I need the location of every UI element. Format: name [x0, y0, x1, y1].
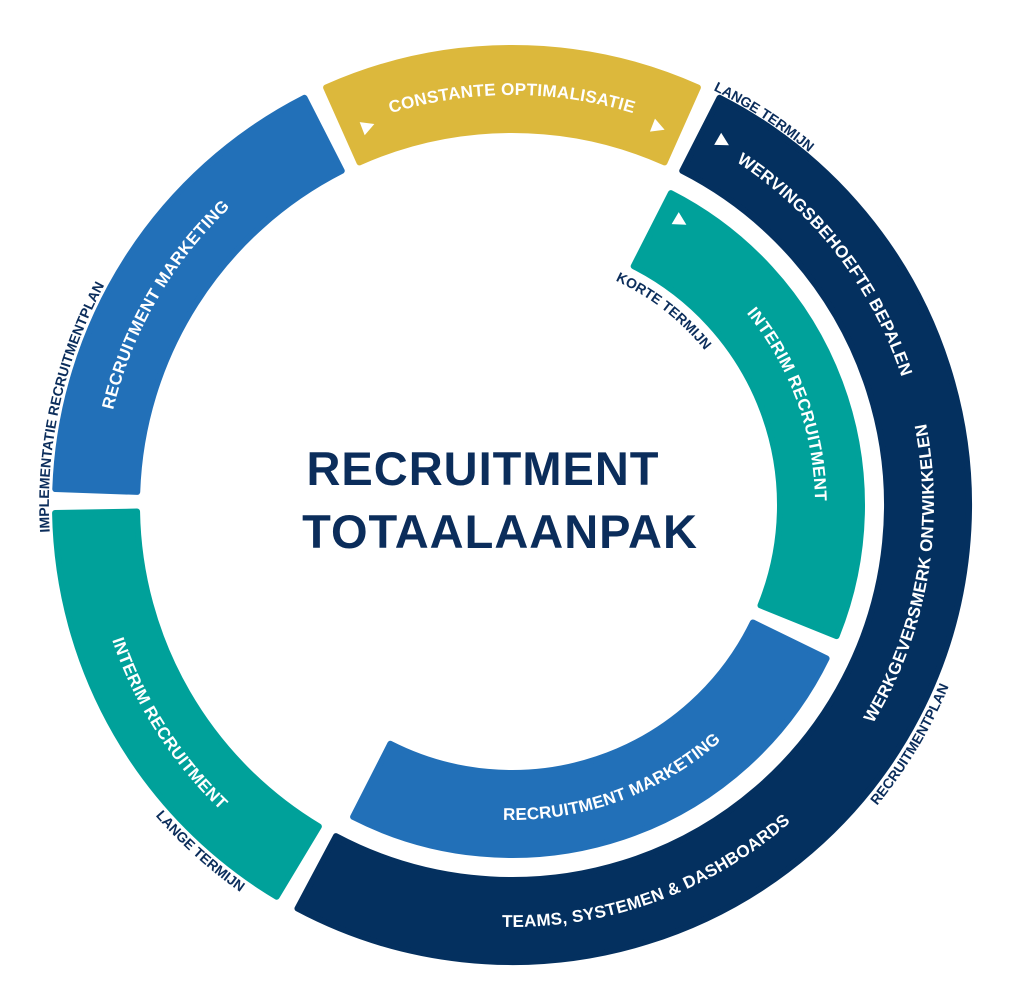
- arrow-gold-start-icon: [359, 122, 375, 136]
- segment-navy-outer: [294, 94, 972, 965]
- segment-marketing-outer: [52, 94, 345, 495]
- segment-marketing-inner: [350, 619, 830, 858]
- arrow-navy-start-icon: [714, 132, 729, 146]
- title-line-1: RECRUITMENT: [306, 442, 659, 495]
- segment-constante-optimalisatie: [323, 45, 701, 166]
- segment-interim-inner: [630, 190, 865, 640]
- segment-interim-outer: [52, 508, 322, 900]
- arrow-interim-inner-start-icon: [671, 212, 687, 225]
- title-line-2: TOTAALAANPAK: [302, 505, 698, 558]
- arrow-gold-end-icon: [649, 118, 665, 132]
